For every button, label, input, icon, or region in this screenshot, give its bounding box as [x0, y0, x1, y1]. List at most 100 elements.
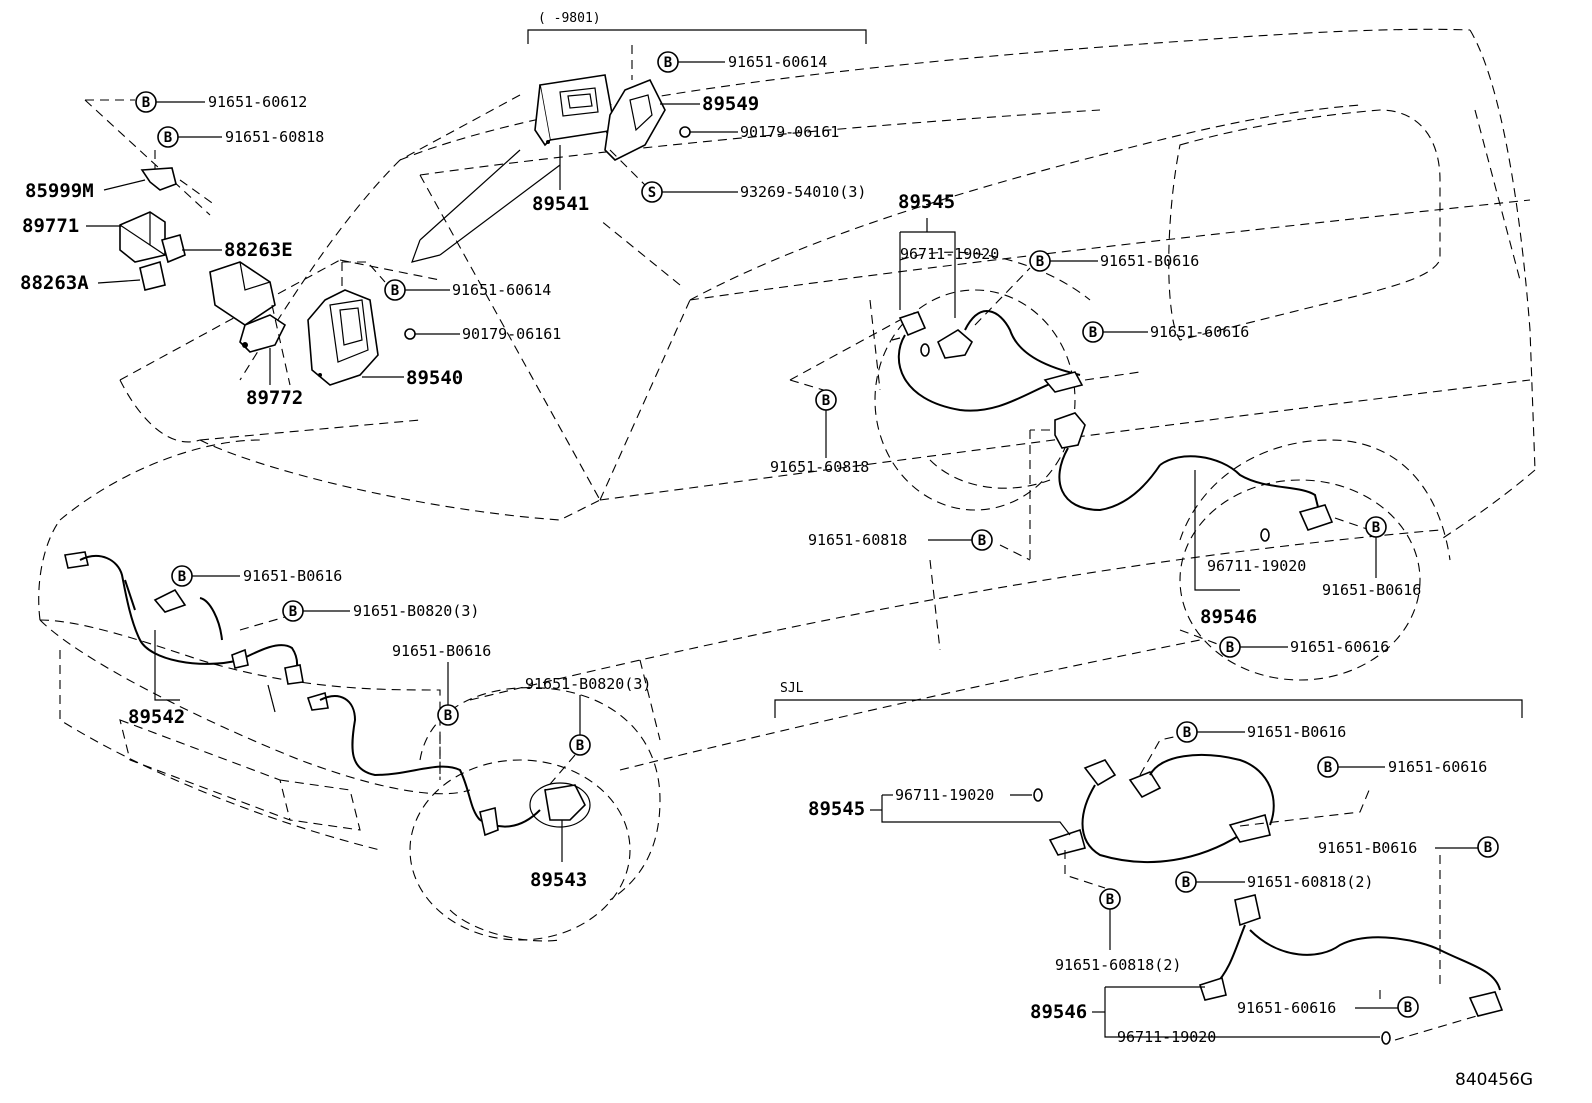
svg-text:89545: 89545 [808, 798, 865, 820]
svg-text:91651-B0616: 91651-B0616 [392, 642, 491, 660]
callout-90179-06161-top: 90179-06161 [679, 123, 839, 141]
svg-text:90179-06161: 90179-06161 [462, 325, 561, 343]
callout-88263a: 88263A [20, 272, 141, 294]
svg-text:88263A: 88263A [20, 272, 89, 294]
svg-text:B: B [289, 604, 297, 620]
svg-text:B: B [444, 708, 452, 724]
callout-89542: 89542 [128, 706, 185, 728]
svg-text:89542: 89542 [128, 706, 185, 728]
svg-text:88263E: 88263E [224, 239, 293, 261]
callout-91651-60614-mid: B 91651-60614 [369, 264, 551, 301]
svg-text:96711-19020: 96711-19020 [1207, 557, 1306, 575]
svg-text:B: B [1183, 725, 1191, 741]
svg-text:B: B [1226, 640, 1234, 656]
callout-85999m: 85999M [25, 179, 146, 202]
svg-text:91651-60614: 91651-60614 [452, 281, 551, 299]
svg-text:89543: 89543 [530, 869, 587, 891]
svg-text:91651-60818(2): 91651-60818(2) [1247, 873, 1373, 891]
svg-text:B: B [178, 569, 186, 585]
sjl-variant-section: SJL [774, 681, 1523, 1045]
svg-text:B: B [1182, 875, 1190, 891]
svg-text:91651-60818(2): 91651-60818(2) [1055, 956, 1181, 974]
rear-sensor-wire-upper [789, 218, 1141, 431]
model-range-label: ( -9801) [538, 11, 601, 26]
svg-text:89541: 89541 [532, 193, 589, 215]
figure-code: 840456G [1455, 1070, 1533, 1090]
callout-91651-60818-d: B 91651-60818(2) [1175, 871, 1373, 893]
svg-text:96711-19020: 96711-19020 [895, 786, 994, 804]
callout-89549: 89549 [660, 93, 759, 115]
svg-text:89545: 89545 [898, 191, 955, 213]
callout-91651-b0616-d: 91651-B0616 B [392, 642, 491, 726]
svg-text:S: S [648, 185, 656, 201]
callout-89540: 89540 [362, 367, 463, 389]
callout-89546-sjl: 89546 [1030, 1001, 1105, 1023]
callout-91651-60818-b: B 91651-60818 [770, 389, 869, 476]
sjl-variant-label: SJL [780, 681, 804, 696]
svg-text:B: B [1036, 254, 1044, 270]
svg-text:91651-B0616: 91651-B0616 [1322, 581, 1421, 599]
callout-91651-b0616-b: B 91651-B0616 [1322, 516, 1421, 599]
callout-89541: 89541 [532, 145, 589, 215]
svg-text:89540: 89540 [406, 367, 463, 389]
callout-89546-top: 89546 [1200, 606, 1257, 628]
svg-text:91651-B0616: 91651-B0616 [1100, 252, 1199, 270]
svg-text:93269-54010(3): 93269-54010(3) [740, 183, 866, 201]
svg-text:B: B [822, 393, 830, 409]
svg-text:96711-19020: 96711-19020 [1117, 1028, 1216, 1046]
svg-text:B: B [664, 55, 672, 71]
callout-91651-b0616-e: B 91651-B0616 [1139, 721, 1346, 776]
svg-text:91651-60818: 91651-60818 [770, 458, 869, 476]
callout-91651-60616-d: 91651-60616 B [1237, 996, 1419, 1018]
svg-text:91651-B0820(3): 91651-B0820(3) [353, 602, 479, 620]
svg-text:96711-19020: 96711-19020 [900, 245, 999, 263]
svg-text:85999M: 85999M [25, 180, 94, 202]
svg-text:90179-06161: 90179-06161 [740, 123, 839, 141]
svg-text:89546: 89546 [1200, 606, 1257, 628]
front-right-sensor-wire [306, 691, 591, 837]
svg-text:91651-B0820(3): 91651-B0820(3) [525, 675, 651, 693]
svg-text:91651-B0616: 91651-B0616 [1318, 839, 1417, 857]
callout-91651-60616-a: B 91651-60616 [1082, 321, 1249, 343]
svg-text:91651-60616: 91651-60616 [1290, 638, 1389, 656]
svg-text:B: B [391, 283, 399, 299]
callout-91651-b0616-f: 91651-B0616 B [1318, 836, 1499, 858]
callout-88263e: 88263E [182, 239, 293, 261]
svg-text:91651-60616: 91651-60616 [1388, 758, 1487, 776]
callout-91651-b0616-a: B 91651-B0616 [974, 250, 1199, 326]
callout-91651-b0820-b: 91651-B0820(3) B [525, 675, 651, 791]
callout-89543: 89543 [530, 820, 587, 891]
svg-text:B: B [164, 130, 172, 146]
svg-text:91651-60616: 91651-60616 [1150, 323, 1249, 341]
callout-91651-60614-top: B 91651-60614 [657, 51, 827, 73]
callout-91651-60612: B 91651-60612 [135, 91, 307, 113]
svg-text:B: B [1404, 1000, 1412, 1016]
callout-91651-60616-b: B 91651-60616 [1219, 636, 1389, 658]
callout-91651-60616-c: B 91651-60616 [1317, 756, 1487, 778]
svg-text:91651-60818: 91651-60818 [808, 531, 907, 549]
relay-parts-left [84, 99, 291, 386]
callout-96711-19020-d: 96711-19020 [1117, 1028, 1216, 1046]
svg-text:B: B [1484, 840, 1492, 856]
callout-89545-top: 89545 [898, 191, 955, 213]
vehicle-body-outline [38, 28, 1536, 942]
svg-text:B: B [142, 95, 150, 111]
abs-computer-mid [307, 261, 379, 386]
svg-text:91651-60818: 91651-60818 [225, 128, 324, 146]
callout-91651-b0616-c: B 91651-B0616 [171, 565, 342, 587]
callout-96711-19020-b: 96711-19020 [1207, 557, 1306, 575]
callout-93269-54010: S 93269-54010(3) [609, 149, 866, 203]
svg-text:91651-60612: 91651-60612 [208, 93, 307, 111]
abs-computer-assembly-top: ( -9801) [399, 11, 867, 286]
svg-text:89546: 89546 [1030, 1001, 1087, 1023]
svg-text:91651-60616: 91651-60616 [1237, 999, 1336, 1017]
svg-text:B: B [1106, 892, 1114, 908]
svg-text:B: B [978, 533, 986, 549]
svg-text:91651-60614: 91651-60614 [728, 53, 827, 71]
svg-text:91651-B0616: 91651-B0616 [1247, 723, 1346, 741]
rear-sensor-wire-lower [999, 412, 1371, 646]
callout-90179-06161-mid: 90179-06161 [404, 325, 561, 343]
callout-89771: 89771 [22, 215, 122, 237]
